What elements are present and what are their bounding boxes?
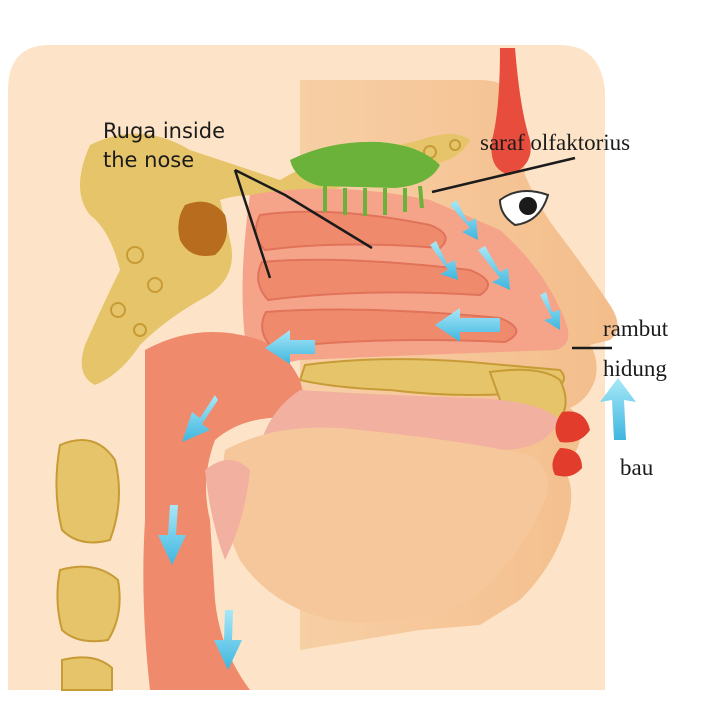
label-ruga-line1: Ruga inside — [103, 119, 226, 143]
label-bau: bau — [620, 455, 654, 480]
airflow-arrow-icon — [182, 395, 218, 442]
saraf-leader — [431, 156, 576, 194]
ruga-leader-2 — [233, 169, 272, 279]
ruga-leader-1 — [234, 168, 373, 250]
airflow-arrow-icon — [265, 330, 315, 364]
airflow-arrow-icon — [478, 246, 510, 290]
airflow-arrow-icon — [540, 292, 560, 330]
smell-arrow-icon — [600, 378, 636, 440]
skull-bone — [80, 133, 470, 385]
nasal-conchae — [255, 210, 518, 350]
eye-pupil — [519, 197, 537, 215]
airflow-arrow-icon — [158, 505, 186, 565]
label-saraf-olfaktorius: saraf olfaktorius — [480, 130, 631, 155]
label-ruga-line2: the nose — [103, 148, 195, 172]
airflow-arrows — [158, 200, 560, 670]
airflow-arrow-icon — [450, 200, 478, 240]
vertebrae — [55, 439, 121, 691]
olfactory-nerve — [290, 141, 440, 216]
airflow-arrow-icon — [430, 241, 458, 280]
label-rambut: rambut — [603, 316, 669, 341]
tongue — [222, 427, 548, 623]
upper-lip — [555, 411, 590, 443]
airflow-arrow-icon — [435, 308, 500, 342]
sphenoid-sinus — [178, 201, 228, 256]
lower-lip — [552, 448, 582, 477]
pharynx — [143, 332, 310, 690]
epiglottis — [205, 460, 250, 560]
brain-tip — [491, 48, 531, 175]
leader-lines — [233, 156, 612, 350]
airflow-arrow-icon — [214, 610, 242, 670]
bone-texture — [110, 139, 461, 337]
label-hidung: hidung — [603, 356, 667, 381]
